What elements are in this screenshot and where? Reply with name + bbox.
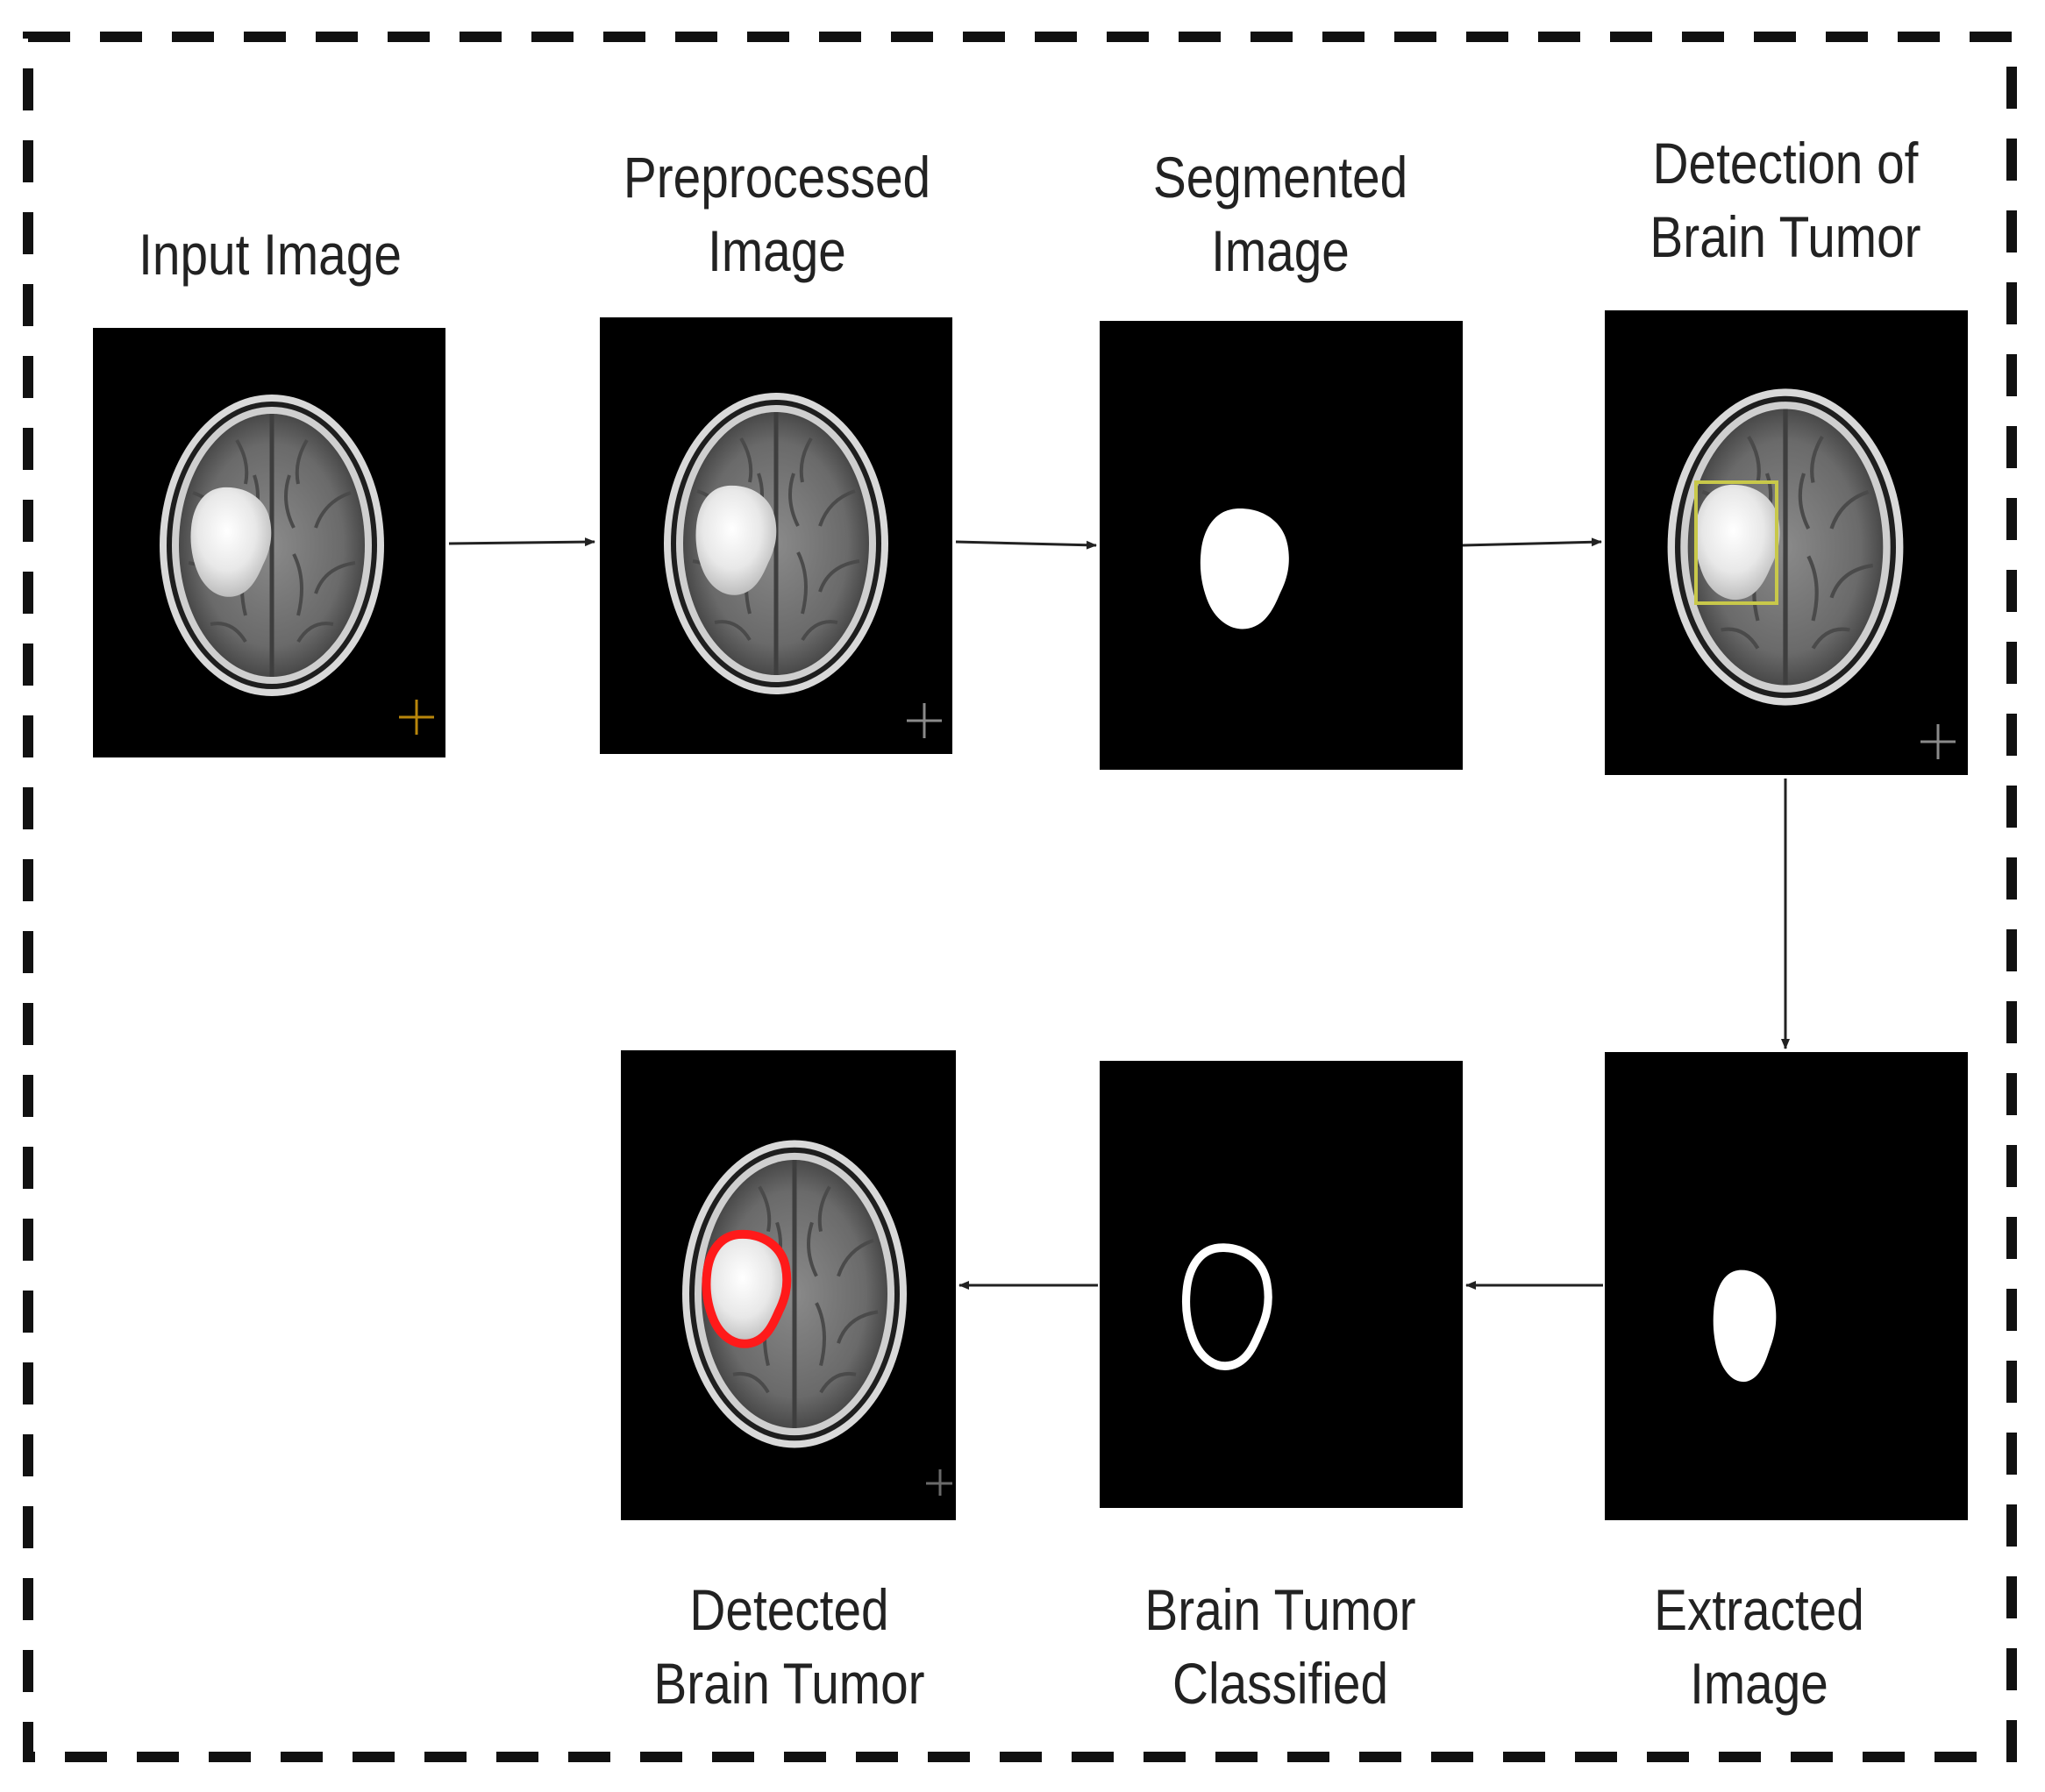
scale-marker-icon xyxy=(1920,724,1956,759)
label-brain-tumor-classified: Brain Tumor Classified xyxy=(1084,1573,1476,1720)
extracted-image-panel xyxy=(1605,1052,1968,1520)
frame-border xyxy=(23,32,2017,1762)
scale-marker-icon xyxy=(399,700,434,735)
label-line2: Brain Tumor xyxy=(653,1651,925,1716)
label-line1: Preprocessed xyxy=(623,145,931,210)
label-input-image: Input Image xyxy=(74,217,466,291)
detection-image-panel xyxy=(1605,310,1968,775)
detection-bounding-box xyxy=(1694,480,1778,605)
label-line1: Extracted xyxy=(1654,1577,1864,1642)
label-line2: Image xyxy=(708,218,846,283)
arrow-input-to-preprocessed xyxy=(448,537,595,547)
scale-marker-icon xyxy=(926,1469,952,1496)
classified-image-panel xyxy=(1100,1061,1463,1508)
label-detection-of-brain-tumor: Detection of Brain Tumor xyxy=(1589,126,1981,274)
arrow-preprocessed-to-segmented xyxy=(955,540,1097,550)
segmented-image-panel xyxy=(1100,321,1463,770)
label-line1: Brain Tumor xyxy=(1144,1577,1416,1642)
label-extracted-image: Extracted Image xyxy=(1563,1573,1955,1720)
arrow-segmented-to-detection xyxy=(1462,537,1602,547)
input-image-panel xyxy=(93,328,445,757)
label-detected-brain-tumor: Detected Brain Tumor xyxy=(593,1573,985,1720)
label-line1: Segmented xyxy=(1152,145,1408,210)
label-preprocessed-image: Preprocessed Image xyxy=(581,140,973,288)
detected-image-panel xyxy=(621,1050,956,1520)
label-line1: Detected xyxy=(689,1577,889,1642)
scale-marker-icon xyxy=(907,703,942,738)
label-line2: Brain Tumor xyxy=(1650,204,1921,269)
label-line2: Image xyxy=(1211,218,1350,283)
label-line2: Image xyxy=(1690,1651,1828,1716)
label-line2: Classified xyxy=(1172,1651,1389,1716)
label-line1: Input Image xyxy=(139,222,402,287)
label-line1: Detection of xyxy=(1652,131,1919,196)
preprocessed-image-panel xyxy=(600,317,952,754)
label-segmented-image: Segmented Image xyxy=(1084,140,1476,288)
flow-arrows xyxy=(448,537,1790,1290)
